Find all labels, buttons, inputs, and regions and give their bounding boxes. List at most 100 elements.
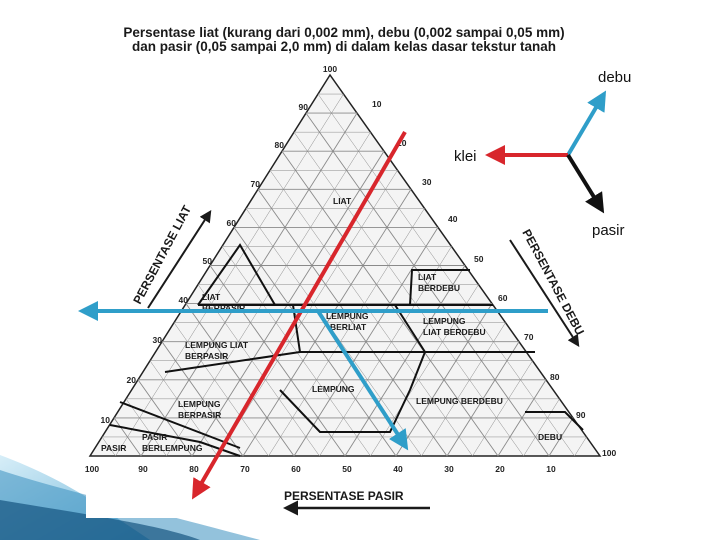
clay-tick-30: 30 bbox=[153, 335, 163, 345]
texture-triangle: LIAT LIAT BERPASIR LIAT BERDEBU LEMPUNG … bbox=[85, 64, 617, 474]
silt-tick-50: 50 bbox=[474, 254, 484, 264]
legend-pasir-label: pasir bbox=[592, 222, 625, 239]
triangle-gridlines bbox=[101, 93, 587, 457]
legend-klei-label: klei bbox=[454, 148, 477, 165]
class-label-pasir-berlempung-1: PASIR bbox=[142, 432, 167, 442]
class-label-liat-berpasir-1: LIAT bbox=[202, 292, 221, 302]
silt-tick-10: 10 bbox=[372, 99, 382, 109]
class-label-lempung-berpasir-1: LEMPUNG bbox=[178, 399, 221, 409]
grid-line bbox=[217, 170, 398, 457]
grid-line bbox=[268, 208, 425, 457]
clay-tick-70: 70 bbox=[251, 179, 261, 189]
sand-tick-90: 90 bbox=[138, 464, 148, 474]
silt-tick-60: 60 bbox=[498, 293, 508, 303]
grid-line bbox=[574, 436, 587, 457]
grid-line bbox=[125, 398, 167, 457]
class-label-lempung: LEMPUNG bbox=[312, 384, 355, 394]
clay-tick-10: 10 bbox=[101, 415, 111, 425]
boundary-lempung-berliat bbox=[292, 304, 427, 353]
silt-tick-90: 90 bbox=[576, 410, 586, 420]
sand-tick-80: 80 bbox=[189, 464, 199, 474]
grid-line bbox=[140, 112, 358, 457]
grid-line bbox=[149, 360, 218, 457]
clay-tick-80: 80 bbox=[275, 140, 285, 150]
silt-tick-30: 30 bbox=[422, 177, 432, 187]
sand-tick-10: 10 bbox=[546, 464, 556, 474]
grid-line bbox=[257, 189, 448, 457]
class-label-liat: LIAT bbox=[333, 196, 352, 206]
grid-line bbox=[370, 284, 479, 457]
grid-line bbox=[305, 112, 550, 457]
silt-axis-direction-arrow bbox=[509, 239, 580, 348]
boundary-lempung-berpasir bbox=[119, 401, 241, 449]
silt-tick-labels: 10 20 30 40 50 60 70 80 90 100 bbox=[372, 99, 616, 458]
silt-tick-20: 20 bbox=[397, 138, 407, 148]
boundary-liat-berdebu bbox=[409, 269, 470, 306]
class-label-pasir: PASIR bbox=[101, 443, 126, 453]
clay-tick-60: 60 bbox=[227, 218, 237, 228]
silt-axis-label: PERSENTASE DEBU bbox=[519, 227, 587, 338]
decorative-wave bbox=[0, 455, 260, 540]
class-label-liat-berpasir-2: BERPASIR bbox=[202, 303, 245, 313]
boundary-debu bbox=[525, 411, 584, 431]
silt-tick-100: 100 bbox=[602, 448, 616, 458]
sand-tick-30: 30 bbox=[444, 464, 454, 474]
grid-line bbox=[191, 150, 385, 457]
class-label-lempung-liat-berpasir-2: BERPASIR bbox=[185, 351, 228, 361]
clay-tick-20: 20 bbox=[127, 375, 137, 385]
sand-tick-20: 20 bbox=[495, 464, 505, 474]
silt-tick-80: 80 bbox=[550, 372, 560, 382]
class-label-lempung-liat-berdebu-1: LEMPUNG bbox=[423, 316, 466, 326]
boundary-pasir-berlempung bbox=[109, 424, 241, 457]
class-boundaries bbox=[109, 243, 584, 457]
grid-line bbox=[173, 322, 269, 457]
class-label-liat-berdebu-1: LIAT bbox=[418, 272, 437, 282]
class-label-liat-berdebu-2: BERDEBU bbox=[418, 283, 460, 293]
legend-debu-label: debu bbox=[598, 69, 631, 86]
grid-line bbox=[317, 93, 575, 457]
class-label-pasir-berlempung-2: BERLEMPUNG bbox=[142, 443, 203, 453]
grid-line bbox=[115, 93, 344, 457]
sand-axis-label: PERSENTASE PASIR bbox=[284, 489, 404, 503]
class-label-lempung-berpasir-2: BERPASIR bbox=[178, 410, 221, 420]
chart-title-line-2: dan pasir (0,05 sampai 2,0 mm) di dalam … bbox=[132, 39, 556, 54]
chart-title-line-1: Persentase liat (kurang dari 0,002 mm), … bbox=[123, 25, 564, 40]
sand-tick-70: 70 bbox=[240, 464, 250, 474]
clay-tick-labels: 100 90 80 70 60 50 40 30 20 10 bbox=[101, 64, 338, 425]
clay-axis-direction-arrow bbox=[147, 209, 212, 309]
grid-line bbox=[281, 150, 499, 457]
sand-tick-100: 100 bbox=[85, 464, 99, 474]
clay-tick-40: 40 bbox=[179, 295, 189, 305]
silt-tick-40: 40 bbox=[448, 214, 458, 224]
sand-tick-50: 50 bbox=[342, 464, 352, 474]
legend-debu-arrow bbox=[566, 90, 607, 157]
class-labels: LIAT LIAT BERPASIR LIAT BERDEBU LEMPUNG … bbox=[101, 196, 562, 453]
grid-line bbox=[197, 284, 320, 457]
class-label-lempung-berdebu: LEMPUNG BERDEBU bbox=[416, 396, 503, 406]
class-label-lempung-berliat-1: LEMPUNG bbox=[326, 311, 369, 321]
sand-tick-40: 40 bbox=[393, 464, 403, 474]
clay-axis-label: PERSENTASE LIAT bbox=[130, 203, 194, 307]
class-label-lempung-liat-berdebu-2: LIAT BERDEBU bbox=[423, 327, 486, 337]
class-label-debu: DEBU bbox=[538, 432, 562, 442]
blue-diagonal-reading-arrow bbox=[316, 309, 409, 451]
clay-tick-90: 90 bbox=[299, 102, 309, 112]
grid-line bbox=[269, 170, 473, 457]
clay-tick-50: 50 bbox=[203, 256, 213, 266]
grid-line bbox=[421, 322, 506, 457]
class-label-lempung-liat-berpasir-1: LEMPUNG LIAT bbox=[185, 340, 249, 350]
sand-tick-60: 60 bbox=[291, 464, 301, 474]
silt-tick-70: 70 bbox=[524, 332, 534, 342]
grid-line bbox=[101, 436, 116, 457]
grid-line bbox=[293, 132, 524, 457]
grid-line bbox=[523, 398, 560, 457]
clay-tick-100: 100 bbox=[323, 64, 337, 74]
red-clay-reading-arrow bbox=[191, 130, 407, 500]
boundary-liat-berpasir bbox=[197, 243, 276, 306]
legend-pasir-arrow bbox=[566, 153, 605, 214]
grid-line bbox=[221, 246, 371, 457]
sand-tick-labels: 100 90 80 70 60 50 40 30 20 10 bbox=[85, 464, 556, 474]
grid-line bbox=[472, 360, 533, 457]
class-label-lempung-berliat-2: BERLIAT bbox=[330, 322, 367, 332]
